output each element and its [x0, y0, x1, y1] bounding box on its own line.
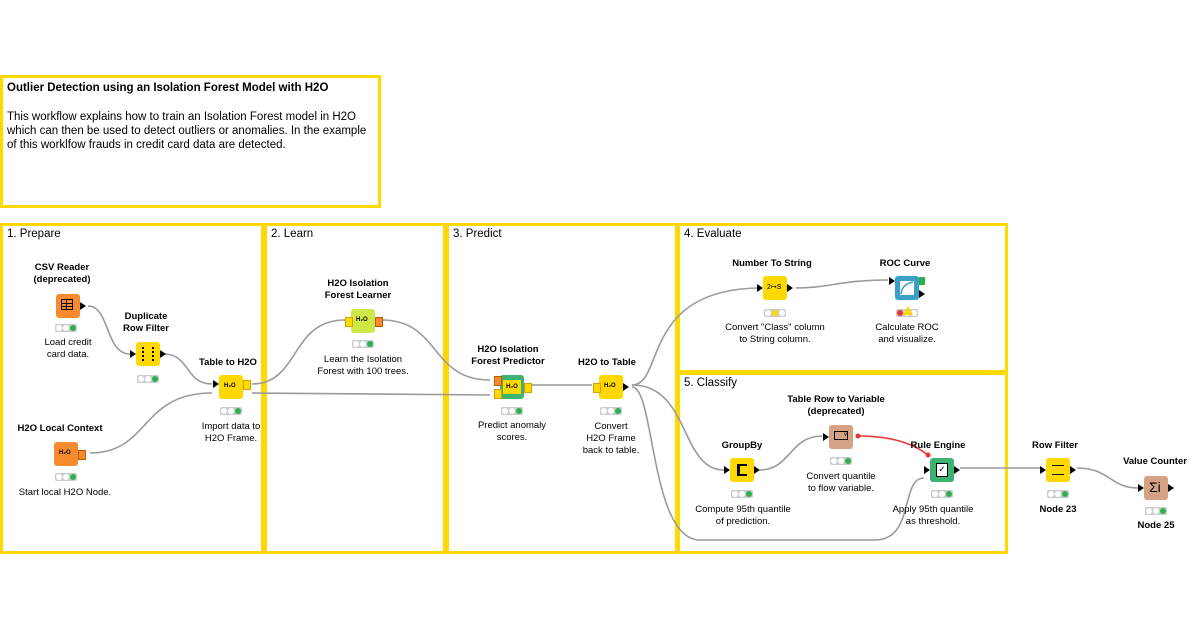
h2o-icon: H₂O: [59, 450, 71, 456]
node-title: Duplicate Row Filter: [123, 311, 169, 334]
status-light: [55, 324, 77, 332]
intro-title: Outlier Detection using an Isolation For…: [7, 82, 329, 94]
section-learn[interactable]: 2. Learn: [264, 223, 446, 554]
node-description: Load credit card data.: [44, 337, 92, 360]
section-prepare[interactable]: 1. Prepare: [0, 223, 264, 554]
number-to-string-node[interactable]: 2↦S: [757, 276, 793, 300]
node-title: Number To String: [732, 258, 812, 269]
connection: [631, 384, 725, 471]
h2o-icon: H₂O: [356, 317, 368, 323]
roc-curve-node[interactable]: [887, 276, 925, 300]
connection: [251, 319, 346, 385]
warning-icon: [903, 306, 913, 315]
connection: [381, 319, 491, 381]
intro-body: This workflow explains how to train an I…: [7, 111, 367, 151]
roc-icon: [900, 281, 914, 295]
connection: [251, 392, 491, 396]
node-description: Convert H2O Frame back to table.: [582, 421, 640, 456]
node-title: H2O Isolation Forest Learner: [324, 278, 392, 301]
rule-engine-node[interactable]: ✓: [924, 458, 960, 482]
node-title: H2O Local Context: [17, 423, 103, 434]
dedup-icon: [142, 347, 154, 361]
node-title: H2O Isolation Forest Predictor: [471, 344, 545, 367]
node-description: Convert quantile to flow variable.: [806, 471, 876, 494]
status-light: [220, 407, 242, 415]
csv-reader-node[interactable]: [56, 294, 86, 318]
groupby-node[interactable]: [724, 458, 760, 482]
node-description: Convert "Class" column to String column.: [725, 322, 825, 345]
node-title: Table Row to Variable (deprecated): [787, 394, 885, 417]
status-light: [352, 340, 374, 348]
connection: [631, 287, 763, 386]
node-title: CSV Reader (deprecated): [33, 262, 91, 285]
value-counter-node[interactable]: Σi: [1138, 476, 1174, 500]
rule-icon: ✓: [936, 463, 948, 477]
table-icon: [61, 299, 73, 310]
table-to-h2o-node[interactable]: H₂O: [213, 375, 251, 399]
node-title: GroupBy: [721, 440, 763, 451]
section-predict[interactable]: 3. Predict: [446, 223, 678, 554]
h2o-to-table-node[interactable]: H₂O: [593, 375, 629, 399]
node-description: Predict anomaly scores.: [477, 420, 547, 443]
connection: [1076, 467, 1139, 489]
section-classify[interactable]: 5. Classify: [677, 372, 1008, 554]
node-description: Start local H2O Node.: [18, 487, 112, 498]
section-label: 3. Predict: [453, 228, 502, 240]
node-description: Learn the Isolation Forest with 100 tree…: [317, 354, 409, 377]
node-title: Rule Engine: [910, 440, 966, 451]
sigma-icon: Σi: [1149, 479, 1161, 495]
flow-variable-connection: [857, 435, 929, 456]
section-label: 2. Learn: [271, 228, 314, 240]
status-light: [55, 473, 77, 481]
connection: [795, 279, 889, 289]
status-light: [600, 407, 622, 415]
section-evaluate[interactable]: 4. Evaluate: [677, 223, 1008, 373]
node-title: H2O to Table: [578, 357, 636, 368]
node-title: ROC Curve: [879, 258, 931, 269]
h2o-icon: H₂O: [503, 380, 521, 394]
connection: [87, 305, 131, 355]
section-label: 5. Classify: [684, 377, 738, 389]
node-label: Node 25: [1137, 520, 1175, 531]
status-light: [1047, 490, 1069, 498]
connection: [759, 435, 823, 471]
status-light: [931, 490, 953, 498]
node-description: Import data to H2O Frame.: [201, 421, 261, 444]
connection: [163, 353, 213, 385]
section-label: 1. Prepare: [7, 228, 61, 240]
node-description: Apply 95th quantile as threshold.: [892, 504, 974, 527]
connection: [631, 386, 925, 541]
intro-annotation[interactable]: Outlier Detection using an Isolation For…: [0, 75, 381, 208]
h2o-icon: H₂O: [224, 383, 236, 389]
node-label: Node 23: [1039, 504, 1077, 515]
isolation-forest-learner-node[interactable]: H₂O: [345, 309, 383, 333]
status-light: [830, 457, 852, 465]
status-light: [1145, 507, 1167, 515]
node-description: Calculate ROC and visualize.: [875, 322, 939, 345]
2s-icon: 2↦S: [767, 284, 782, 291]
status-light: [764, 309, 786, 317]
variable-icon: v: [834, 431, 848, 440]
node-title: Value Counter: [1123, 456, 1187, 467]
isolation-forest-predictor-node[interactable]: H₂O: [494, 375, 532, 399]
h2o-local-context-node[interactable]: H₂O: [54, 442, 86, 466]
h2o-icon: H₂O: [604, 383, 616, 389]
node-title: Table to H2O: [199, 357, 257, 368]
duplicate-row-filter-node[interactable]: [130, 342, 166, 366]
groupby-icon: [737, 464, 747, 476]
table-row-to-variable-node[interactable]: v: [823, 425, 853, 449]
status-light: [501, 407, 523, 415]
filter-icon: [1052, 465, 1064, 475]
node-description: Compute 95th quantile of prediction.: [695, 504, 791, 527]
status-light: [137, 375, 159, 383]
connection: [89, 392, 213, 454]
status-light: [731, 490, 753, 498]
node-title: Row Filter: [1032, 440, 1078, 451]
row-filter-node[interactable]: [1040, 458, 1076, 482]
section-label: 4. Evaluate: [684, 228, 742, 240]
